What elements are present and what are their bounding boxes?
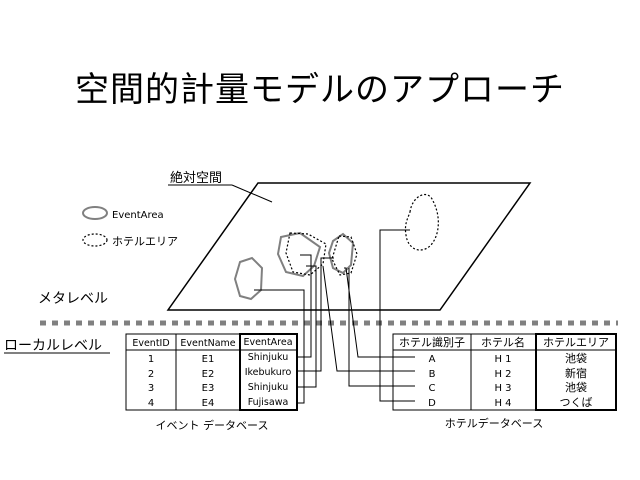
connector-hotel-a — [344, 267, 393, 358]
hotel-area-tsukuba — [404, 193, 439, 251]
event-table-cell: 2 — [148, 369, 154, 380]
hotel-table: ホテル識別子 ホテル名 ホテルエリア A H 1 池袋 B H 2 新宿 C H… — [392, 333, 617, 411]
event-table-cell: 3 — [148, 383, 154, 394]
hotel-table-cell: C — [429, 383, 436, 394]
hotel-connectors — [322, 229, 410, 402]
event-table-cell: Ikebukuro — [245, 367, 292, 378]
event-table-cell: E1 — [202, 354, 215, 365]
legend-event-area-label: EventArea — [112, 210, 164, 221]
hotel-connector-ticks — [393, 356, 415, 402]
hotel-table-header: ホテル名 — [481, 335, 525, 349]
event-area-ikebukuro — [327, 232, 355, 275]
hotel-table-cell: H 3 — [494, 383, 511, 394]
connector-ikebukuro — [297, 257, 334, 372]
hotel-area-ikebukuro — [331, 235, 358, 276]
hotel-table-cell: つくば — [560, 396, 593, 409]
legend-hotel-area-icon — [82, 233, 108, 247]
connector-shinjuku-1 — [297, 254, 312, 358]
event-table-cell: 1 — [148, 354, 154, 365]
event-table-cell: E4 — [202, 398, 215, 409]
hotel-db-caption: ホテルデータベース — [445, 416, 543, 430]
event-table: EventID EventName EventArea 1 E1 Shinjuk… — [125, 333, 298, 411]
page-title: 空間的計量モデルのアプローチ — [75, 70, 565, 110]
event-area-shinjuku — [276, 231, 322, 278]
meta-level-label: メタレベル — [38, 291, 108, 307]
event-table-header: EventArea — [243, 337, 292, 348]
hotel-table-cell: H 2 — [494, 369, 511, 380]
event-table-cell: Shinjuku — [248, 352, 289, 363]
absolute-space-plane — [166, 182, 532, 311]
hotel-table-cell: D — [428, 398, 436, 409]
event-area-fujisawa — [233, 256, 264, 301]
event-table-header: EventName — [180, 338, 235, 349]
hotel-table-cell: B — [429, 369, 436, 380]
connector-hotel-b — [322, 265, 393, 372]
connector-hotel-d — [379, 229, 410, 402]
event-connectors — [254, 254, 334, 404]
hotel-table-cell: H 4 — [494, 398, 511, 409]
hotel-area-shinjuku — [285, 232, 327, 276]
event-table-cell: E2 — [202, 369, 215, 380]
connector-hotel-c — [348, 268, 393, 387]
hotel-table-cell: 池袋 — [565, 351, 587, 365]
hotel-table-cell: 池袋 — [565, 380, 587, 394]
hotel-table-header: ホテル識別子 — [399, 336, 465, 349]
connector-shinjuku-3 — [297, 265, 317, 388]
hotel-table-cell: A — [429, 354, 436, 365]
event-table-header: EventID — [132, 338, 169, 349]
event-table-cell: 4 — [148, 398, 154, 409]
event-table-cell: Fujisawa — [248, 397, 289, 408]
legend-hotel-area-label: ホテルエリア — [112, 235, 178, 248]
hotel-table-cell: 新宿 — [565, 366, 587, 380]
event-db-caption: イベント データベース — [156, 418, 269, 432]
hotel-table-cell: H 1 — [494, 354, 511, 365]
local-level-label: ローカルレベル — [4, 338, 102, 354]
event-table-cell: E3 — [202, 383, 215, 394]
hotel-table-header: ホテルエリア — [543, 336, 609, 349]
absolute-space-pointer — [231, 184, 273, 203]
connector-fujisawa — [254, 289, 305, 404]
absolute-space-label: 絶対空間 — [170, 170, 222, 186]
event-table-cell: Shinjuku — [248, 382, 289, 393]
legend-event-area-icon — [82, 206, 108, 220]
